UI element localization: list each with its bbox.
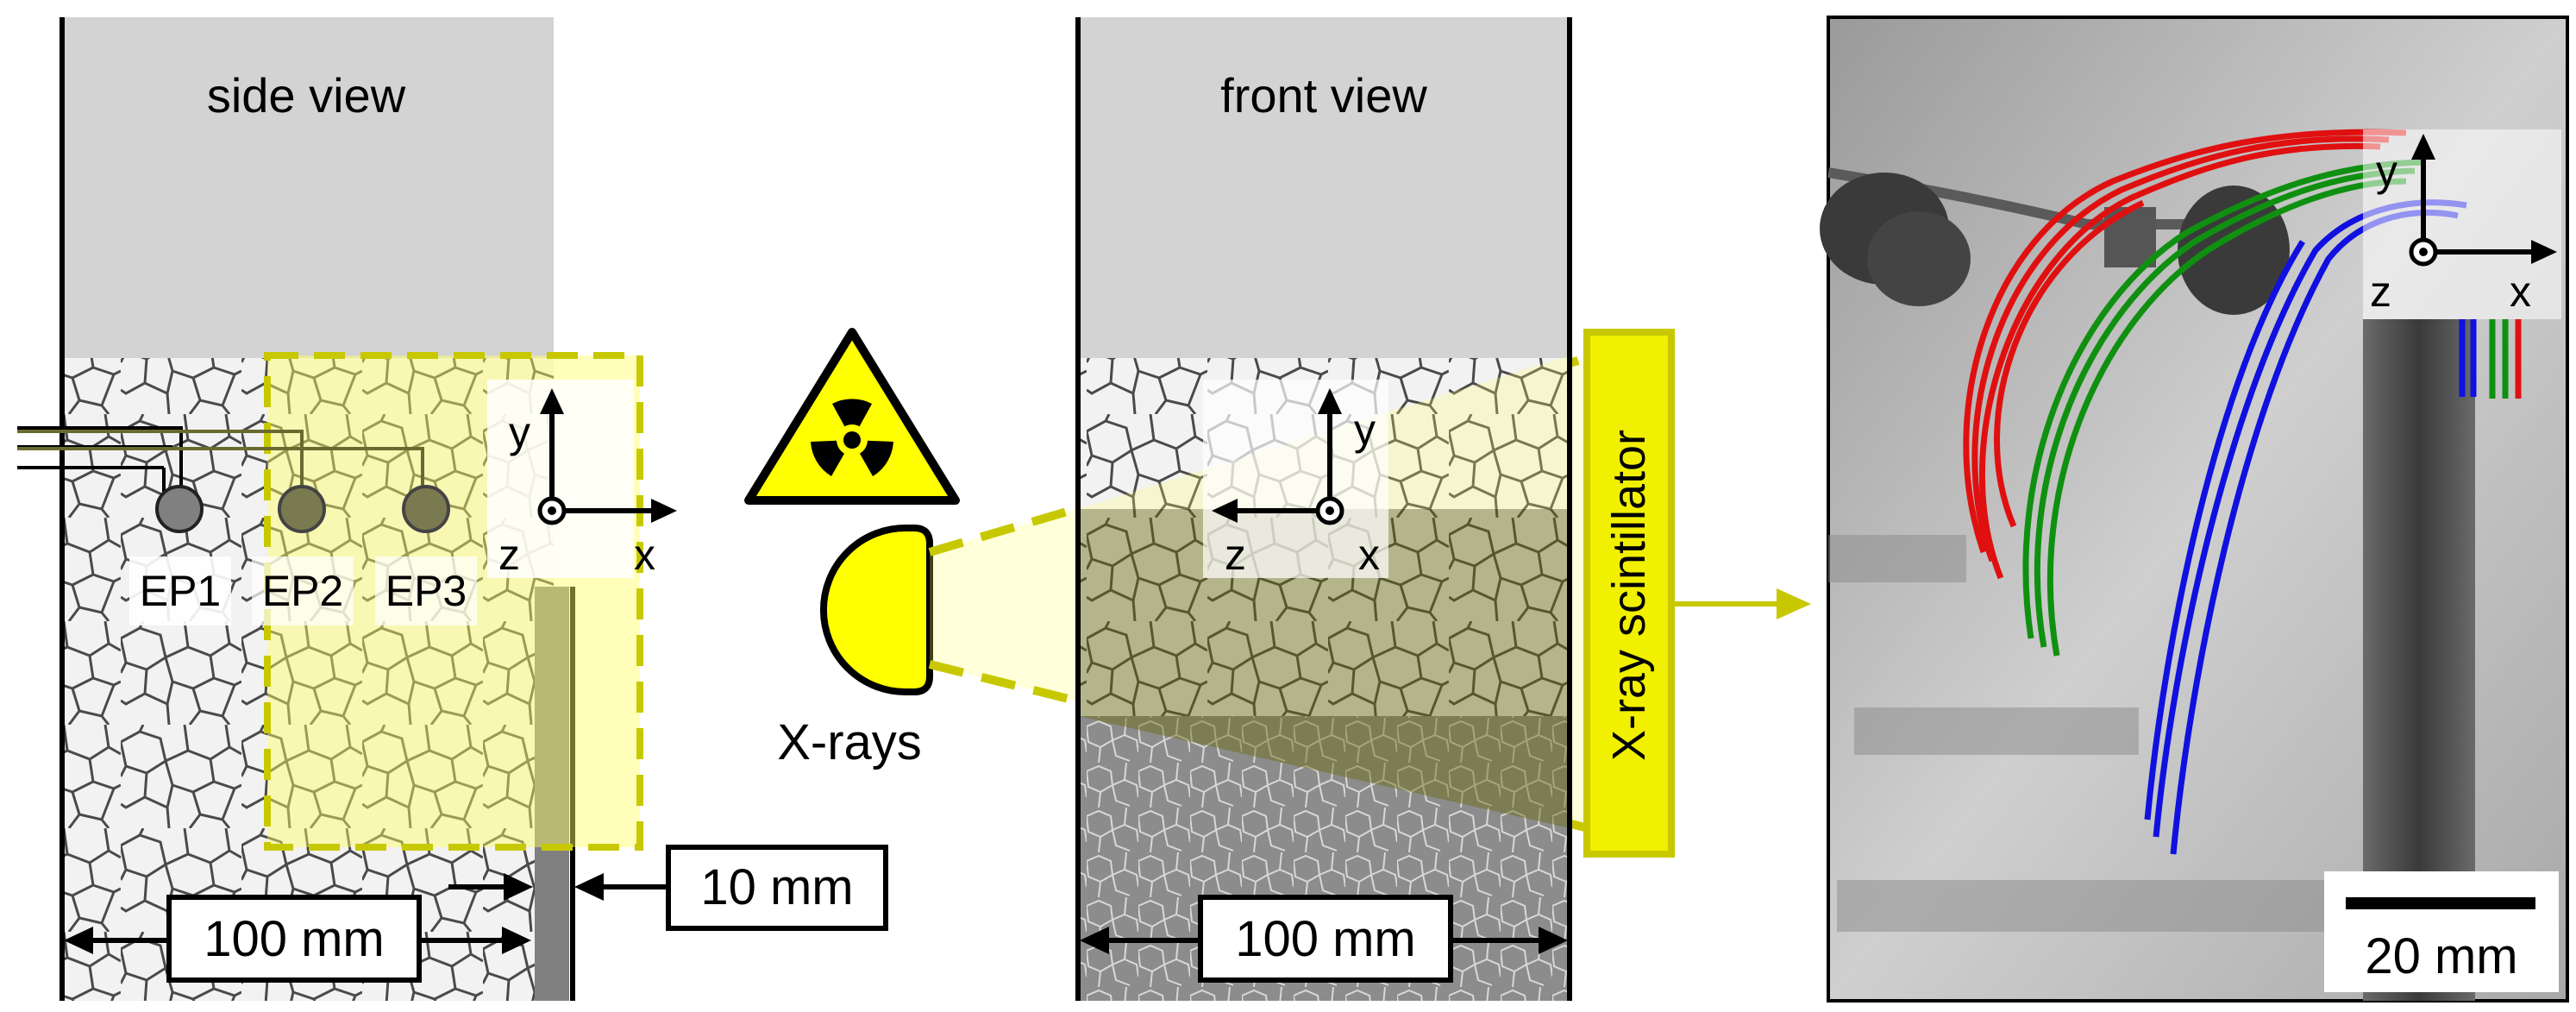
electrode-ep3 [402,485,450,533]
electrode-label-ep2: EP2 [262,567,344,615]
side-view-axes [549,405,655,513]
xray-image-frame [1827,16,2569,1003]
front-axis-x-label: x [1358,531,1380,579]
gap-arrow-right [574,873,604,901]
electrode-label-ep1: EP1 [140,567,222,615]
front-axis-z-label: z [1225,531,1246,579]
xray-electrode-blob [1867,211,1971,306]
scintillator-output-arrowhead [1777,588,1811,619]
front-axis-x-dot [1326,506,1334,515]
front-view-title: front view [1220,68,1427,123]
front-width-arrow-right [1539,927,1568,954]
front-view-panel: front view y z x 100 mm [1075,17,1572,1001]
front-view-axes [1233,405,1332,513]
side-width-arrow-left [64,927,93,954]
front-axis-y-label: y [1354,405,1376,454]
electrode-ep2 [278,485,326,533]
side-width-arrow-right [502,927,531,954]
gap-label-box [666,845,888,931]
electrode-ep1 [155,485,204,533]
front-view-axes-bg [1203,380,1388,578]
side-axis-z-label: z [498,531,520,579]
xray-axis-z-label: z [2370,267,2391,316]
xray-axis-x-arrow [2531,240,2557,264]
ep1-label-bg [129,556,231,625]
ep2-label-bg [252,556,354,625]
xray-source-label: X-rays [777,714,922,770]
front-width-arrow-left [1080,927,1109,954]
xray-tube-body [820,525,933,695]
xray-axis-x-label: x [2510,267,2531,316]
electrode-label-ep3: EP3 [385,567,467,615]
front-view-gray-region [1078,17,1570,358]
scale-bar-label: 20 mm [2365,928,2517,984]
scintillator-label: X-ray scintillator [1603,430,1655,761]
xray-image-panel: y z x 20 mm [1820,16,2569,1003]
xray-bar [1854,707,2139,755]
front-view-beam-overlay [1078,509,1570,828]
electrode-wires-colored [17,430,424,496]
side-view-title: side view [207,68,406,123]
xray-bar [1837,880,2354,932]
side-axis-x-arrow [651,499,677,523]
xray-axis-y-label: y [2376,147,2397,195]
gap-label: 10 mm [700,859,853,915]
red-trace-group [1963,129,2407,580]
front-width-label-box [1198,895,1453,983]
xray-axis-y-arrow [2411,134,2435,160]
front-axis-z-arrow [1212,499,1238,523]
side-axis-y-arrow [540,388,564,414]
front-axis-y-arrow [1318,388,1342,414]
side-view-foam-region [62,358,554,1001]
scale-bar-bg [2324,871,2559,992]
side-width-label-box [166,895,422,983]
side-width-label: 100 mm [204,911,385,967]
xray-axes [2421,151,2535,255]
side-view-panel: side view EP1 EP2 EP3 [17,17,888,1001]
side-view-gray-region [62,17,554,358]
xray-axes-bg [2363,129,2561,319]
xray-bar [1828,535,1966,582]
scintillator-plate [1583,329,1675,858]
green-trace-group [2022,159,2424,657]
side-axis-z-dot [548,506,556,515]
ep3-label-bg [375,556,477,625]
front-width-label: 100 mm [1235,911,1416,967]
gap-arrow-left [504,873,533,901]
side-axis-y-label: y [509,408,530,456]
trace-ends [2459,319,2522,399]
radiation-warning-icon [744,328,960,505]
xray-scintillator: X-ray scintillator [1583,329,1811,858]
scale-bar [2346,897,2535,909]
side-view-rod [535,587,569,1001]
side-axis-x-label: x [634,531,655,579]
xray-axis-z-dot [2419,248,2428,256]
